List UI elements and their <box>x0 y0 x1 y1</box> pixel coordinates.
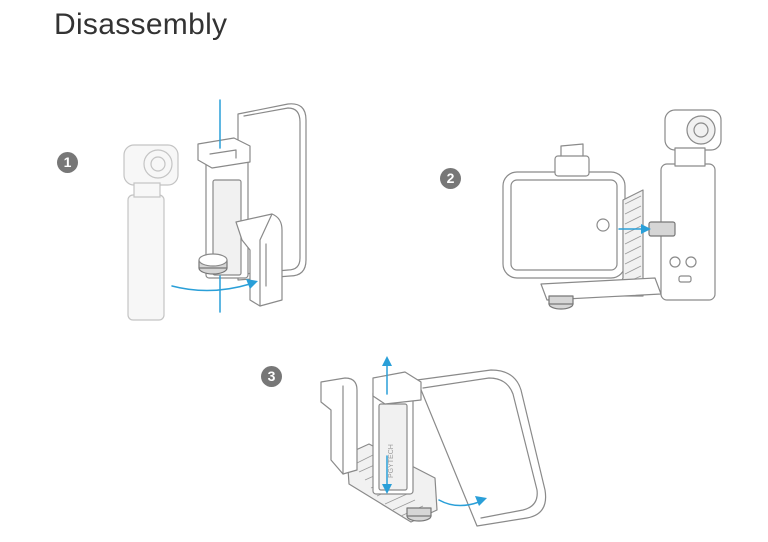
step-1-illustration <box>123 99 307 321</box>
step-2-badge: 2 <box>440 168 461 189</box>
brand-text: PGYTECH <box>388 444 395 478</box>
arrow-head <box>246 279 258 289</box>
gimbal-camera-faint <box>123 144 179 321</box>
step-2-illustration <box>502 109 722 310</box>
phone-clamp-top <box>554 143 590 177</box>
arrow-head <box>641 224 651 234</box>
cold-shoe-bracket <box>235 213 283 307</box>
phone-tilted <box>416 369 547 527</box>
tilt-arrow <box>438 499 480 507</box>
arrow-head <box>475 496 487 506</box>
phone-clamp: PGYTECH <box>372 371 422 495</box>
mount-knob <box>406 507 432 522</box>
arrow-head <box>382 356 392 366</box>
phone-front <box>502 171 626 279</box>
base-plate <box>540 277 662 310</box>
usb-connector <box>648 221 676 237</box>
step-3-illustration: PGYTECH <box>320 356 547 527</box>
arrow-head <box>382 484 392 494</box>
mount-knob <box>198 253 228 275</box>
cold-shoe-bracket <box>320 377 358 475</box>
step-3-badge: 3 <box>261 366 282 387</box>
gimbal-camera <box>660 109 722 301</box>
step-1-badge: 1 <box>57 152 78 173</box>
page-title: Disassembly <box>54 8 228 41</box>
phone-clamp <box>197 137 251 279</box>
rotate-arrow <box>171 283 251 292</box>
